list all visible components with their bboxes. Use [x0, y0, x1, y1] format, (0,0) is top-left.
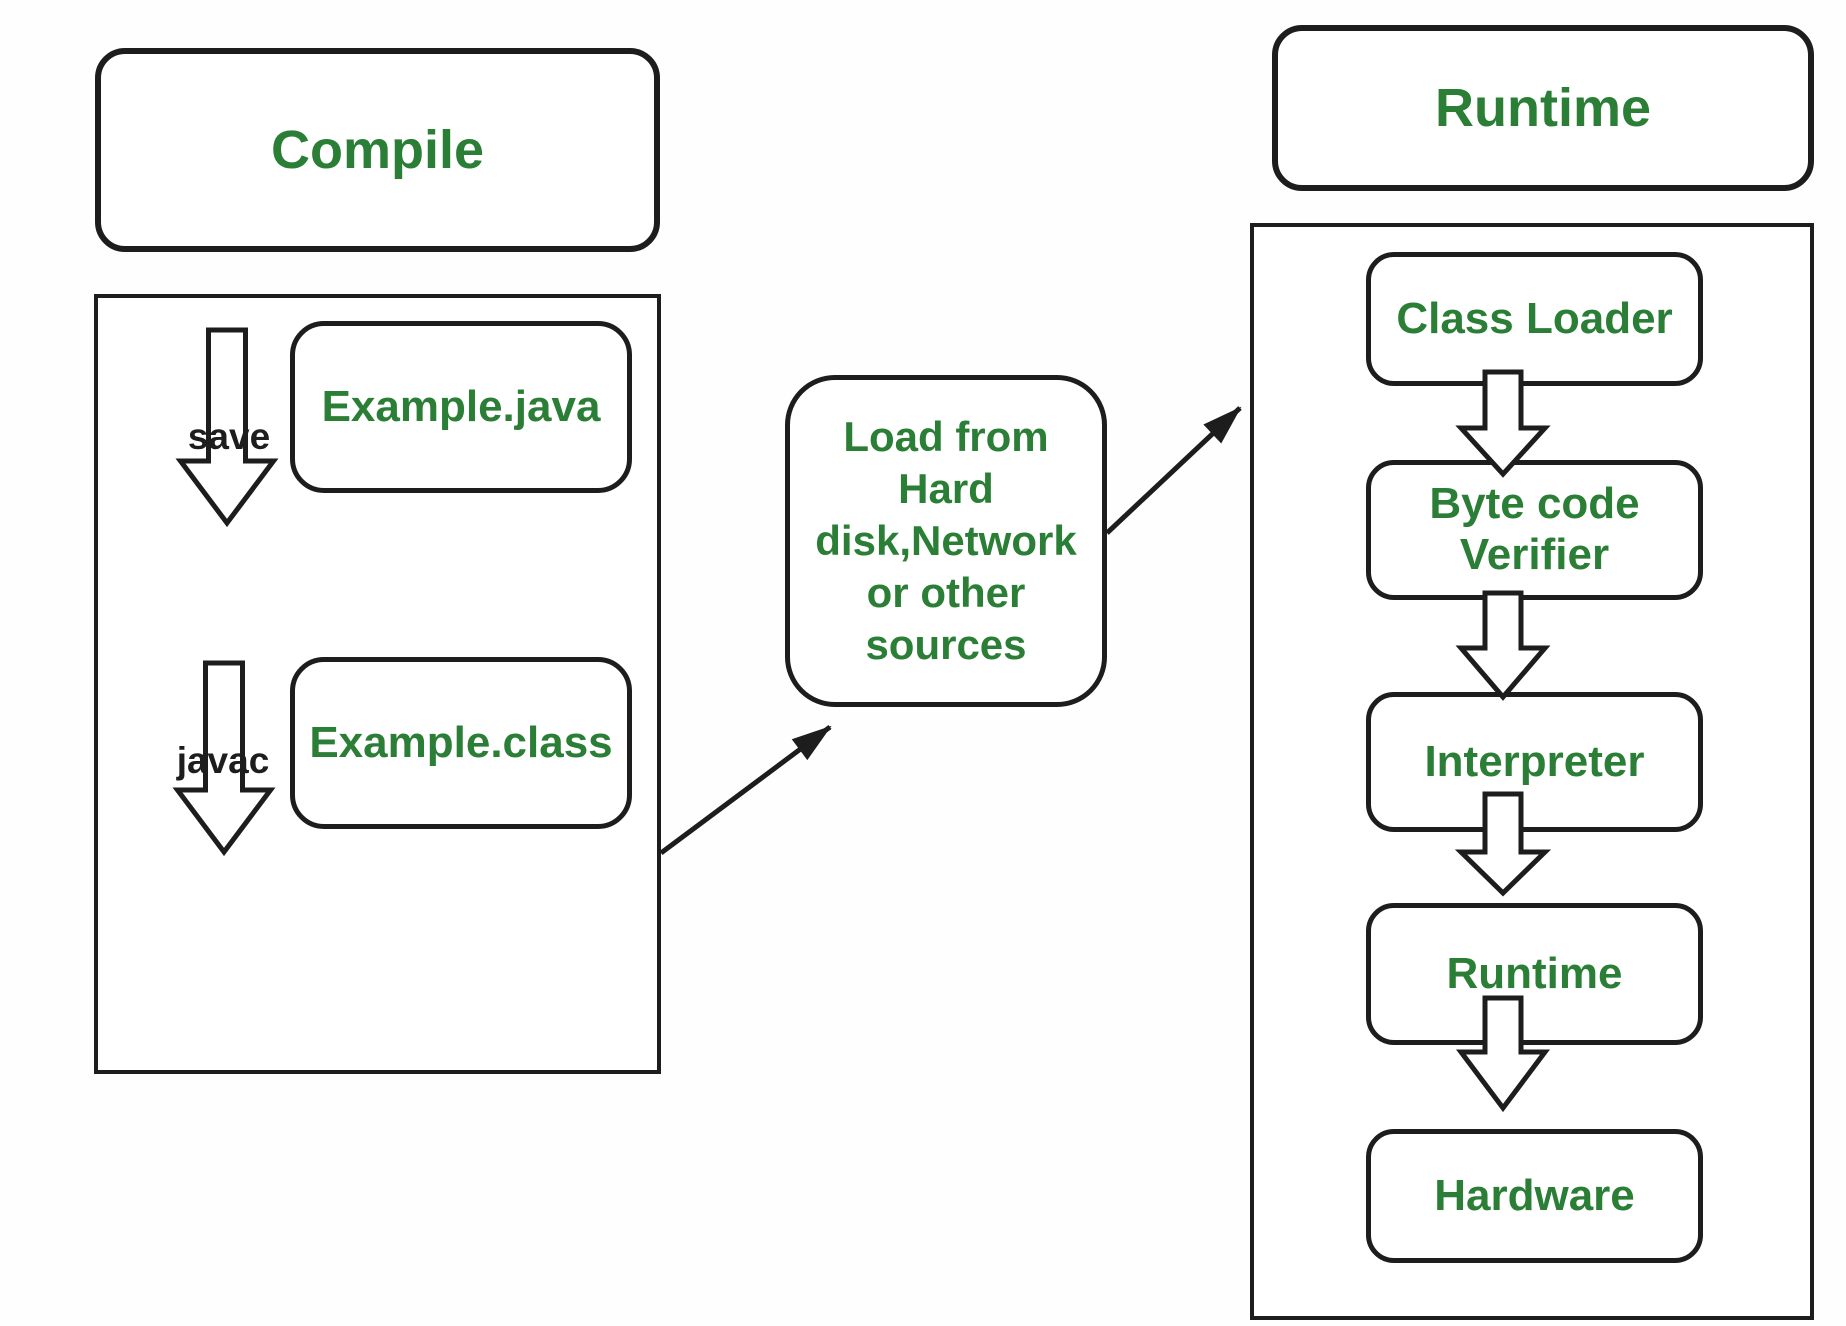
bytecode-verifier-label: Byte code Verifier	[1429, 479, 1640, 579]
example-java-label: Example.java	[321, 382, 601, 431]
arrow-compile-to-loader	[659, 724, 832, 856]
compile-title-label: Compile	[270, 120, 485, 180]
runtime-step-label: Runtime	[1446, 948, 1623, 998]
flow-box-hardware: Hardware	[1366, 1129, 1703, 1263]
example-java-box: Example.java	[290, 321, 632, 493]
flow-box-bytecode-verifier: Byte code Verifier	[1366, 460, 1703, 600]
example-class-box: Example.class	[290, 657, 632, 829]
flow-box-interpreter: Interpreter	[1366, 692, 1703, 832]
flow-box-class-loader: Class Loader	[1366, 252, 1703, 386]
runtime-title-box: Runtime	[1272, 25, 1814, 191]
example-class-label: Example.class	[309, 718, 613, 767]
compile-title-box: Compile	[95, 48, 660, 252]
interpreter-label: Interpreter	[1424, 736, 1645, 786]
class-loader-label: Class Loader	[1396, 293, 1673, 343]
javac-arrow-label: javac	[176, 740, 270, 781]
runtime-title-label: Runtime	[1435, 78, 1651, 138]
load-sources-box: Load from Hard disk,Network or other sou…	[785, 375, 1107, 707]
save-arrow-label: save	[187, 416, 271, 457]
arrow-loader-to-runtime	[1105, 406, 1242, 535]
flow-box-runtime: Runtime	[1366, 903, 1703, 1045]
load-sources-label: Load from Hard disk,Network or other sou…	[815, 413, 1077, 668]
hardware-label: Hardware	[1434, 1170, 1635, 1220]
